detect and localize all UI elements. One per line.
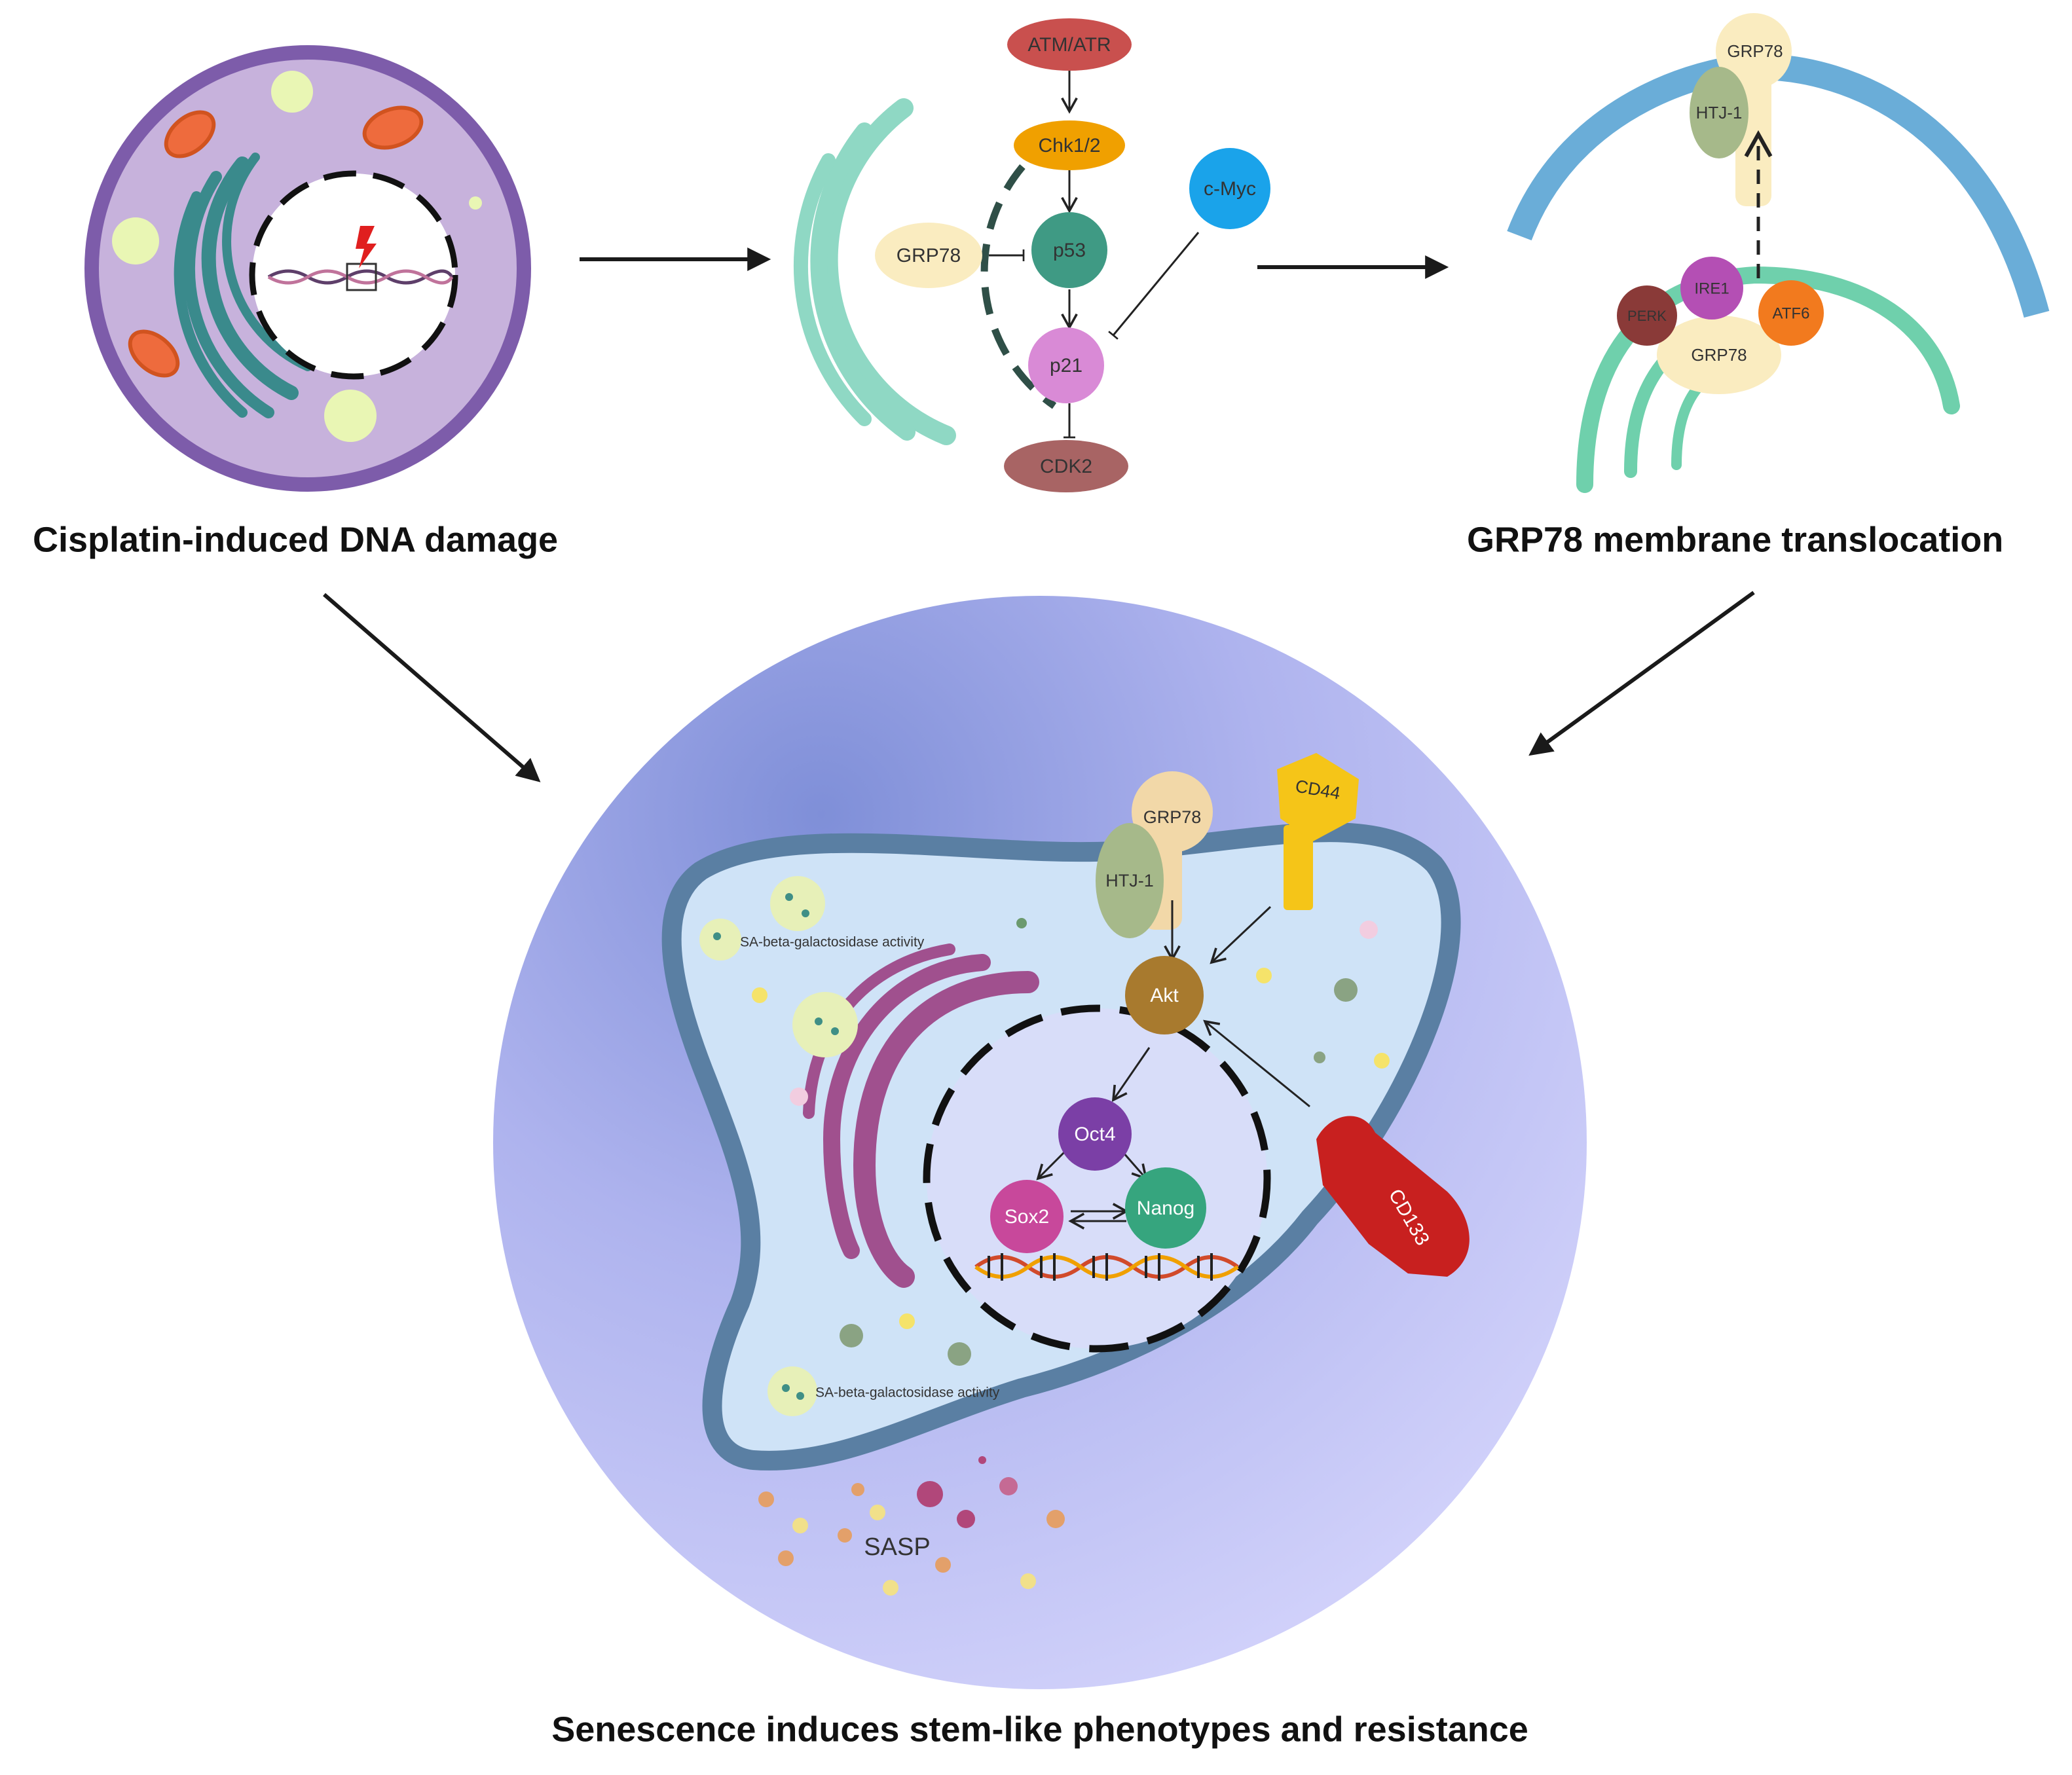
node-chk12: Chk1/2 [1014, 120, 1125, 170]
node-cmyc: c-Myc [1189, 148, 1270, 229]
svg-text:Nanog: Nanog [1137, 1198, 1194, 1219]
svg-text:CDK2: CDK2 [1040, 456, 1092, 477]
sa-beta-vesicle-1: SA-beta-galactosidase activity [699, 876, 925, 1057]
nucleus-senescent [923, 1004, 1271, 1353]
svg-text:p53: p53 [1053, 240, 1086, 261]
svg-text:PERK: PERK [1627, 308, 1667, 324]
sasp-particles: SASP [758, 1456, 1065, 1596]
damaged-cell-diagram [84, 45, 531, 492]
caption-dna-damage: Cisplatin-induced DNA damage [33, 520, 558, 559]
arrow-a-to-bottom [323, 593, 541, 782]
svg-text:ATF6: ATF6 [1773, 304, 1810, 322]
svg-text:SA-beta-galactosidase activity: SA-beta-galactosidase activity [740, 935, 925, 950]
svg-text:ATM/ATR: ATM/ATR [1027, 34, 1111, 56]
node-atf6: ATF6 [1758, 280, 1824, 346]
node-oct4: Oct4 [1058, 1097, 1132, 1171]
svg-text:GRP78: GRP78 [897, 245, 961, 266]
svg-text:HTJ-1: HTJ-1 [1696, 103, 1743, 122]
htj1-receptor: HTJ-1 [1096, 823, 1164, 938]
er-purple-icon [803, 943, 1039, 1288]
svg-text:Oct4: Oct4 [1074, 1124, 1115, 1145]
pathway-arrows [989, 69, 1200, 439]
svg-text:Akt: Akt [1150, 985, 1179, 1006]
cd133-receptor: CD133 [1316, 1116, 1470, 1277]
dna-helix-icon [974, 1253, 1239, 1281]
sa-beta-vesicle-2: SA-beta-galactosidase activity [768, 1366, 1000, 1416]
htj1-panel-c: HTJ-1 [1690, 67, 1748, 158]
svg-text:SA-beta-galactosidase activity: SA-beta-galactosidase activity [815, 1385, 1000, 1400]
svg-text:Sox2: Sox2 [1005, 1206, 1049, 1228]
akt-arrows [1036, 900, 1310, 1230]
node-sox2: Sox2 [990, 1180, 1064, 1253]
node-p21: p21 [1028, 327, 1104, 403]
sasp-label: SASP [864, 1533, 930, 1561]
grp78-er-complex: GRP78 [1657, 316, 1781, 394]
node-atm-atr: ATM/ATR [1007, 18, 1132, 71]
node-grp78-pathway: GRP78 [875, 223, 982, 288]
node-cdk2: CDK2 [1004, 440, 1128, 492]
dashed-er-boundary [980, 134, 1057, 409]
caption-translocation: GRP78 membrane translocation [1467, 520, 2003, 559]
svg-text:c-Myc: c-Myc [1204, 178, 1256, 200]
svg-text:Chk1/2: Chk1/2 [1038, 135, 1100, 156]
granules-icon [752, 918, 1390, 1366]
node-p53: p53 [1031, 212, 1107, 288]
mitochondria-icon [128, 105, 424, 378]
node-perk: PERK [1617, 285, 1677, 346]
svg-text:GRP78: GRP78 [1691, 345, 1747, 365]
arrow-c-to-bottom [1528, 591, 1755, 756]
svg-text:p21: p21 [1050, 355, 1082, 376]
svg-text:GRP78: GRP78 [1727, 41, 1783, 61]
svg-text:IRE1: IRE1 [1694, 280, 1729, 297]
endoplasmic-reticulum-icon [174, 153, 312, 418]
svg-text:GRP78: GRP78 [1143, 807, 1202, 827]
node-akt: Akt [1125, 956, 1204, 1034]
lightning-bolt-icon [356, 226, 377, 268]
node-nanog: Nanog [1125, 1167, 1206, 1249]
node-ire1: IRE1 [1680, 257, 1743, 320]
svg-text:HTJ-1: HTJ-1 [1105, 871, 1154, 890]
er-background-icon [793, 98, 956, 445]
vesicle-icon [112, 71, 482, 442]
cd44-receptor: CD44 [1277, 753, 1359, 910]
caption-senescence: Senescence induces stem-like phenotypes … [551, 1710, 1528, 1749]
